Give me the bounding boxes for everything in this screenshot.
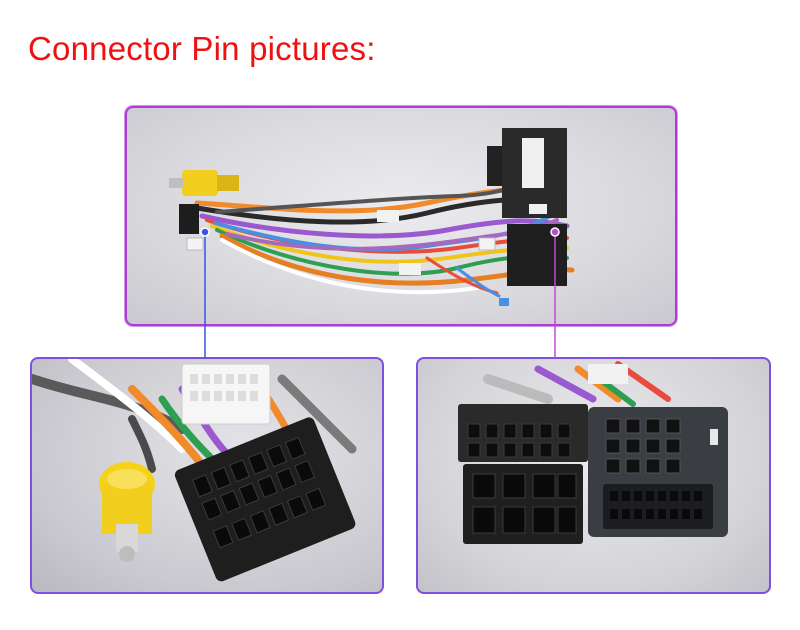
page-title: Connector Pin pictures: <box>28 30 376 67</box>
connector-closeup-right <box>416 357 771 594</box>
connector-closeup-photo <box>458 361 728 544</box>
wiring-harness-photo <box>169 128 575 306</box>
connector-closeup-photo <box>32 359 357 582</box>
harness-photo-frame <box>125 106 677 326</box>
connector-closeup-left <box>30 357 384 594</box>
